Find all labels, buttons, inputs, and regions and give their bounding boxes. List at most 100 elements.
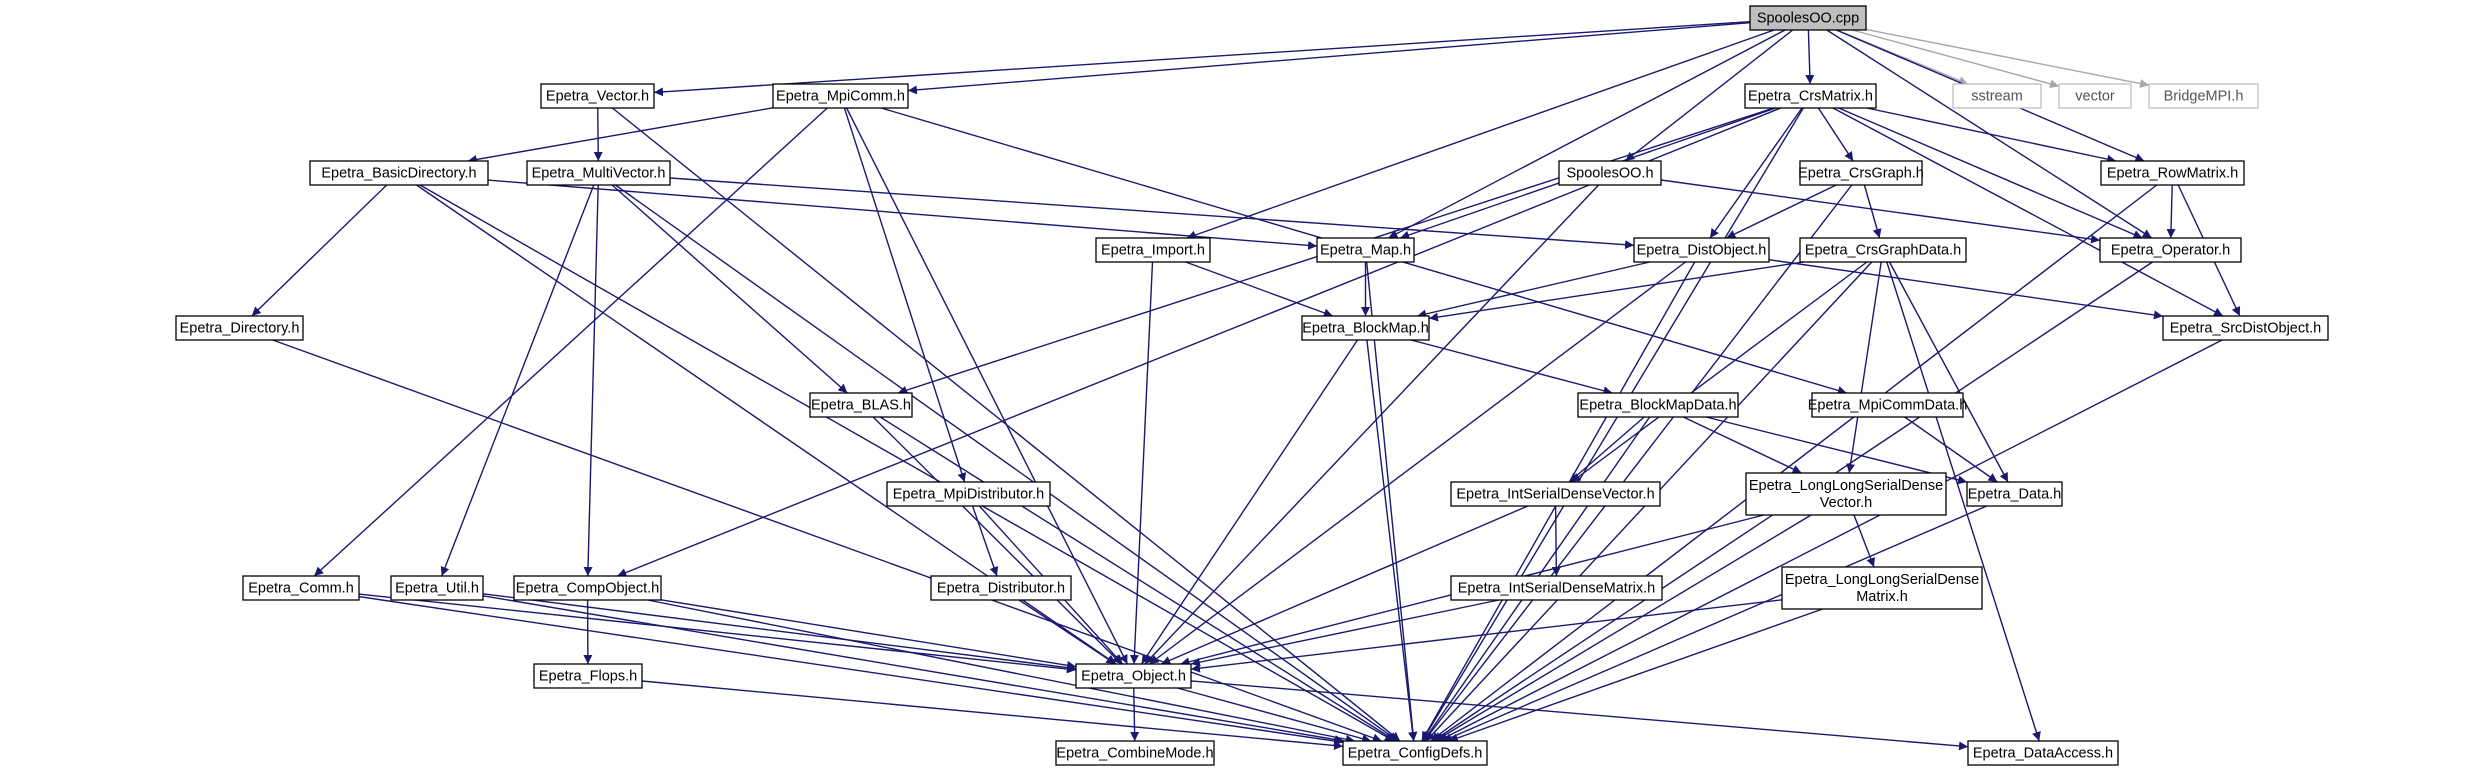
node-epetra-comp-object[interactable]: Epetra_CompObject.h [513, 575, 662, 601]
node-box [540, 83, 655, 109]
node-spooles-oo-h[interactable]: SpoolesOO.h [1558, 160, 1662, 186]
node-box [1966, 481, 2063, 507]
node-epetra-crs-graph-data[interactable]: Epetra_CrsGraphData.h [1799, 237, 1967, 263]
node-box [1075, 663, 1192, 689]
edge-epetra-crs-matrix-to-epetra-src-dist-object [1832, 107, 2224, 317]
node-epetra-config-defs[interactable]: Epetra_ConfigDefs.h [1342, 740, 1488, 766]
edge-spooles-oo-cpp-to-epetra-map [1388, 29, 1786, 239]
node-label: Epetra_DistObject.h [1637, 243, 1767, 259]
node-epetra-multi-vector[interactable]: Epetra_MultiVector.h [526, 160, 671, 186]
node-epetra-dist-object[interactable]: Epetra_DistObject.h [1633, 237, 1770, 263]
edge-epetra-crs-graph-data-to-epetra-block-map [1428, 261, 1804, 322]
dependency-edges [251, 21, 2241, 751]
node-epetra-util[interactable]: Epetra_Util.h [390, 575, 484, 601]
edge-spooles-oo-cpp-to-bridge-mpi [1865, 28, 2150, 88]
edge-epetra-crs-graph-data-to-epetra-int-serial-dense-vector [1571, 261, 1868, 483]
node-box [1450, 575, 1663, 601]
node-epetra-crs-graph[interactable]: Epetra_CrsGraph.h [1798, 160, 1924, 186]
node-label: Epetra_IntSerialDenseVector.h [1456, 487, 1654, 503]
node-epetra-flops[interactable]: Epetra_Flops.h [533, 663, 643, 689]
node-box [1577, 392, 1739, 418]
node-label: Epetra_LongLongSerialDense [1749, 478, 1943, 494]
node-box [2100, 160, 2245, 186]
edge-epetra-block-map-to-epetra-block-map-data [1410, 339, 1613, 396]
node-label: Epetra_CrsGraph.h [1798, 166, 1924, 182]
node-vector[interactable]: vector [2058, 83, 2132, 109]
node-epetra-int-serial-dense-vector[interactable]: Epetra_IntSerialDenseVector.h [1450, 481, 1661, 507]
node-epetra-mpi-comm[interactable]: Epetra_MpiComm.h [772, 83, 909, 109]
node-box [1749, 5, 1867, 31]
node-bridge-mpi[interactable]: BridgeMPI.h [2148, 83, 2259, 109]
node-epetra-block-map[interactable]: Epetra_BlockMap.h [1301, 315, 1430, 341]
edge-epetra-multi-vector-to-epetra-dist-object [669, 177, 1635, 250]
node-label: Epetra_BasicDirectory.h [321, 166, 476, 182]
edge-epetra-crs-graph-data-to-epetra-data-access [1886, 261, 2041, 742]
node-box [886, 481, 1051, 507]
edge-epetra-src-dist-object-to-epetra-config-defs [1438, 339, 2223, 742]
edge-spooles-oo-cpp-to-epetra-mpi-comm [907, 22, 1751, 95]
node-label: Epetra_MpiComm.h [776, 89, 905, 105]
node-box [390, 575, 484, 601]
edge-epetra-block-map-to-epetra-config-defs [1366, 339, 1418, 742]
node-epetra-mpi-comm-data[interactable]: Epetra_MpiCommData.h [1808, 392, 1968, 418]
node-label: Epetra_Map.h [1320, 243, 1411, 259]
edge-epetra-crs-matrix-to-epetra-config-defs [1421, 107, 1804, 742]
edge-epetra-crs-graph-data-to-epetra-data [1888, 261, 2009, 483]
node-box [930, 575, 1072, 601]
edge-epetra-crs-graph-to-epetra-dist-object [1726, 184, 1837, 239]
node-label: Epetra_MultiVector.h [532, 166, 666, 182]
node-box [1558, 160, 1662, 186]
edge-epetra-row-matrix-to-epetra-config-defs [1430, 184, 2158, 742]
node-box [1952, 83, 2042, 109]
node-epetra-basic-directory[interactable]: Epetra_BasicDirectory.h [309, 160, 489, 186]
node-box [309, 160, 489, 186]
node-epetra-block-map-data[interactable]: Epetra_BlockMapData.h [1577, 392, 1739, 418]
node-spooles-oo-cpp[interactable]: SpoolesOO.cpp [1749, 5, 1867, 31]
node-epetra-blas[interactable]: Epetra_BLAS.h [809, 392, 913, 418]
edge-epetra-mpi-comm-to-epetra-comm [313, 107, 828, 577]
node-epetra-operator[interactable]: Epetra_Operator.h [2099, 237, 2242, 263]
node-epetra-data-access[interactable]: Epetra_DataAccess.h [1967, 740, 2119, 766]
edge-epetra-row-matrix-to-epetra-operator [2166, 184, 2176, 239]
node-epetra-comm[interactable]: Epetra_Comm.h [242, 575, 360, 601]
node-epetra-vector[interactable]: Epetra_Vector.h [540, 83, 655, 109]
node-box [175, 315, 304, 341]
edge-epetra-crs-matrix-to-epetra-crs-graph [1817, 107, 1854, 162]
edge-epetra-crs-graph-to-epetra-config-defs [1423, 184, 1853, 742]
node-epetra-row-matrix[interactable]: Epetra_RowMatrix.h [2100, 160, 2245, 186]
edge-epetra-multi-vector-to-epetra-util [440, 184, 595, 577]
node-label: Epetra_Data.h [1968, 487, 2062, 503]
node-epetra-data[interactable]: Epetra_Data.h [1966, 481, 2063, 507]
node-label: SpoolesOO.h [1566, 166, 1653, 182]
node-sstream[interactable]: sstream [1952, 83, 2042, 109]
node-label: Epetra_DataAccess.h [1973, 746, 2113, 762]
node-epetra-distributor[interactable]: Epetra_Distributor.h [930, 575, 1072, 601]
node-epetra-object[interactable]: Epetra_Object.h [1075, 663, 1192, 689]
edge-epetra-crs-graph-data-to-epetra-long-long-serial-dense-vector [1846, 261, 1882, 474]
node-label: Epetra_Comm.h [248, 581, 354, 597]
node-epetra-directory[interactable]: Epetra_Directory.h [175, 315, 304, 341]
node-box [1316, 237, 1415, 263]
node-label: Epetra_Flops.h [539, 669, 637, 685]
node-label: Epetra_BlockMap.h [1302, 321, 1429, 337]
node-epetra-map[interactable]: Epetra_Map.h [1316, 237, 1415, 263]
node-label: Epetra_LongLongSerialDense [1785, 572, 1979, 588]
edge-epetra-blas-to-epetra-object [872, 416, 1122, 665]
node-box [1799, 160, 1923, 186]
node-box [242, 575, 360, 601]
node-epetra-src-dist-object[interactable]: Epetra_SrcDistObject.h [2162, 315, 2329, 341]
node-label: Epetra_ConfigDefs.h [1348, 746, 1483, 762]
node-epetra-crs-matrix[interactable]: Epetra_CrsMatrix.h [1744, 83, 1877, 109]
node-label: Epetra_SrcDistObject.h [2170, 321, 2322, 337]
node-epetra-import[interactable]: Epetra_Import.h [1095, 237, 1211, 263]
node-epetra-int-serial-dense-matrix[interactable]: Epetra_IntSerialDenseMatrix.h [1450, 575, 1663, 601]
node-epetra-combine-mode[interactable]: Epetra_CombineMode.h [1055, 740, 1215, 766]
node-epetra-mpi-distributor[interactable]: Epetra_MpiDistributor.h [886, 481, 1051, 507]
node-label: sstream [1971, 89, 2023, 105]
edge-epetra-long-long-serial-dense-vector-to-epetra-long-long-serial-dense-matrix [1853, 514, 1875, 568]
edge-spooles-oo-h-to-epetra-object [1144, 184, 1600, 665]
edge-epetra-multi-vector-to-epetra-comp-object [583, 184, 599, 577]
node-box [1633, 237, 1770, 263]
